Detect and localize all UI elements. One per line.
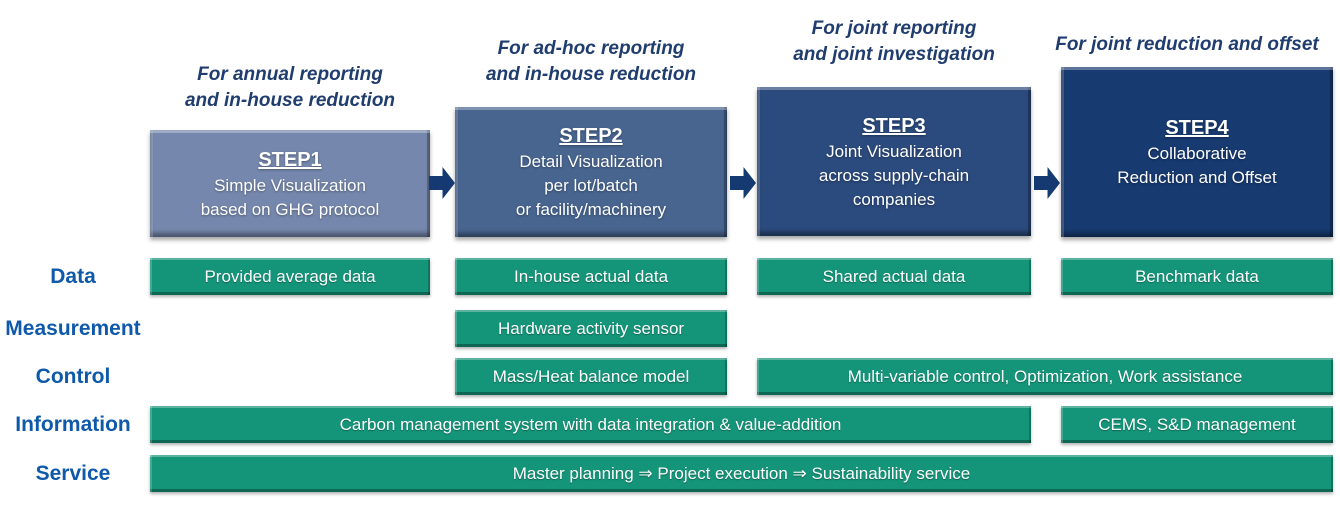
row-label-measurement: Measurement bbox=[5, 317, 141, 340]
arrow-step1-step2-icon bbox=[429, 167, 455, 199]
bar-control-step3-step4: Multi-variable control, Optimization, Wo… bbox=[757, 358, 1333, 395]
step3-line2: across supply-chain bbox=[818, 165, 970, 185]
arrow-step3-step4-icon bbox=[1034, 167, 1060, 199]
arrow-step2-step3-icon bbox=[730, 167, 756, 199]
row-label-data: Data bbox=[50, 265, 96, 288]
step3-title: STEP3 bbox=[862, 114, 926, 137]
step3-line1: Joint Visualization bbox=[826, 141, 962, 161]
bar-data-step3: Shared actual data bbox=[757, 258, 1031, 295]
step1-annotation-line2: and in-house reduction bbox=[184, 90, 396, 111]
step4-title: STEP4 bbox=[1165, 117, 1229, 139]
row-label-information: Information bbox=[15, 413, 131, 436]
step2-box: STEP2 Detail Visualization per lot/batch… bbox=[455, 107, 727, 237]
step2-line3: or facility/machinery bbox=[515, 200, 667, 219]
bar-measurement-step2: Hardware activity sensor bbox=[455, 310, 727, 347]
bar-service-all-steps: Master planning ⇒ Project execution ⇒ Su… bbox=[150, 455, 1333, 492]
step2-annotation: For ad-hoc reporting and in-house reduct… bbox=[455, 36, 727, 88]
bar-information-step1-step3: Carbon management system with data integ… bbox=[150, 406, 1031, 443]
step1-title: STEP1 bbox=[258, 148, 322, 171]
bar-information-step4: CEMS, S&D management bbox=[1061, 406, 1333, 443]
step3-annotation: For joint reporting and joint investigat… bbox=[757, 16, 1031, 68]
row-label-service: Service bbox=[35, 462, 111, 485]
bar-data-step4: Benchmark data bbox=[1061, 258, 1333, 295]
step1-annotation: For annual reporting and in-house reduct… bbox=[150, 62, 430, 114]
step3-box: STEP3 Joint Visualization across supply-… bbox=[757, 87, 1031, 236]
step3-line3: companies bbox=[852, 189, 936, 209]
step1-line1: Simple Visualization bbox=[214, 175, 366, 195]
step4-line2: Reduction and Offset bbox=[1117, 168, 1277, 187]
step1-line2: based on GHG protocol bbox=[200, 199, 380, 219]
step2-annotation-line2: and in-house reduction bbox=[485, 64, 697, 85]
bar-data-step2: In-house actual data bbox=[455, 258, 727, 295]
step4-box: STEP4 Collaborative Reduction and Offset bbox=[1061, 67, 1333, 237]
step3-annotation-line2: and joint investigation bbox=[793, 44, 995, 65]
step2-line2: per lot/batch bbox=[544, 176, 638, 195]
bar-data-step1: Provided average data bbox=[150, 258, 430, 295]
step1-annotation-line1: For annual reporting bbox=[197, 64, 383, 85]
row-label-control: Control bbox=[35, 365, 111, 388]
step1-box: STEP1 Simple Visualization based on GHG … bbox=[150, 130, 430, 237]
step4-line1: Collaborative bbox=[1147, 144, 1247, 163]
bar-control-step2: Mass/Heat balance model bbox=[455, 358, 727, 395]
step3-annotation-line1: For joint reporting bbox=[811, 18, 977, 39]
step4-annotation: For joint reduction and offset bbox=[1037, 32, 1337, 58]
step4-annotation-line1: For joint reduction and offset bbox=[1055, 34, 1319, 55]
step2-line1: Detail Visualization bbox=[519, 152, 663, 171]
step2-annotation-line1: For ad-hoc reporting bbox=[497, 38, 685, 59]
step2-title: STEP2 bbox=[559, 125, 623, 147]
